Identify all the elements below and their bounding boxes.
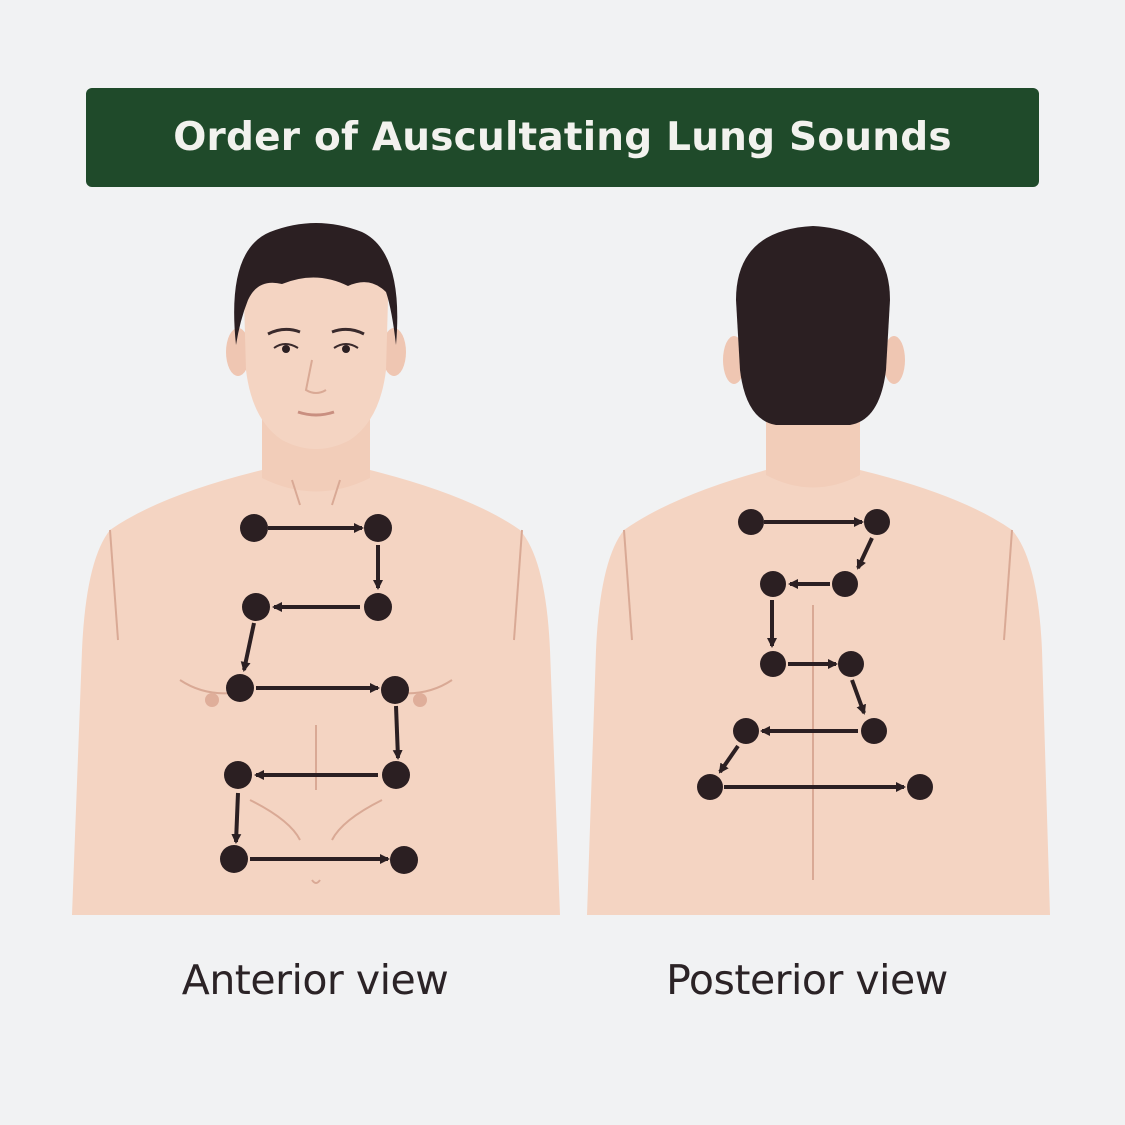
anterior-figure <box>72 223 560 915</box>
anterior-point-5 <box>226 674 254 702</box>
anterior-point-9 <box>220 845 248 873</box>
anterior-point-3 <box>364 593 392 621</box>
anterior-point-6 <box>381 676 409 704</box>
anterior-arrow-6 <box>396 706 398 758</box>
posterior-point-2 <box>864 509 890 535</box>
anterior-nipple-right <box>413 693 427 707</box>
posterior-view-label: Posterior view <box>597 956 1017 1004</box>
anterior-point-4 <box>242 593 270 621</box>
posterior-point-7 <box>861 718 887 744</box>
posterior-point-8 <box>733 718 759 744</box>
posterior-figure <box>587 226 1050 915</box>
anterior-point-10 <box>390 846 418 874</box>
posterior-point-1 <box>738 509 764 535</box>
posterior-point-5 <box>760 651 786 677</box>
posterior-point-4 <box>760 571 786 597</box>
anterior-view-label: Anterior view <box>105 956 525 1004</box>
anterior-point-7 <box>382 761 410 789</box>
posterior-point-3 <box>832 571 858 597</box>
posterior-point-10 <box>907 774 933 800</box>
anterior-point-2 <box>364 514 392 542</box>
posterior-hair <box>736 226 890 425</box>
anterior-point-1 <box>240 514 268 542</box>
posterior-point-6 <box>838 651 864 677</box>
posterior-point-9 <box>697 774 723 800</box>
anterior-nipple-left <box>205 693 219 707</box>
anterior-arrow-8 <box>236 793 238 842</box>
anterior-point-8 <box>224 761 252 789</box>
